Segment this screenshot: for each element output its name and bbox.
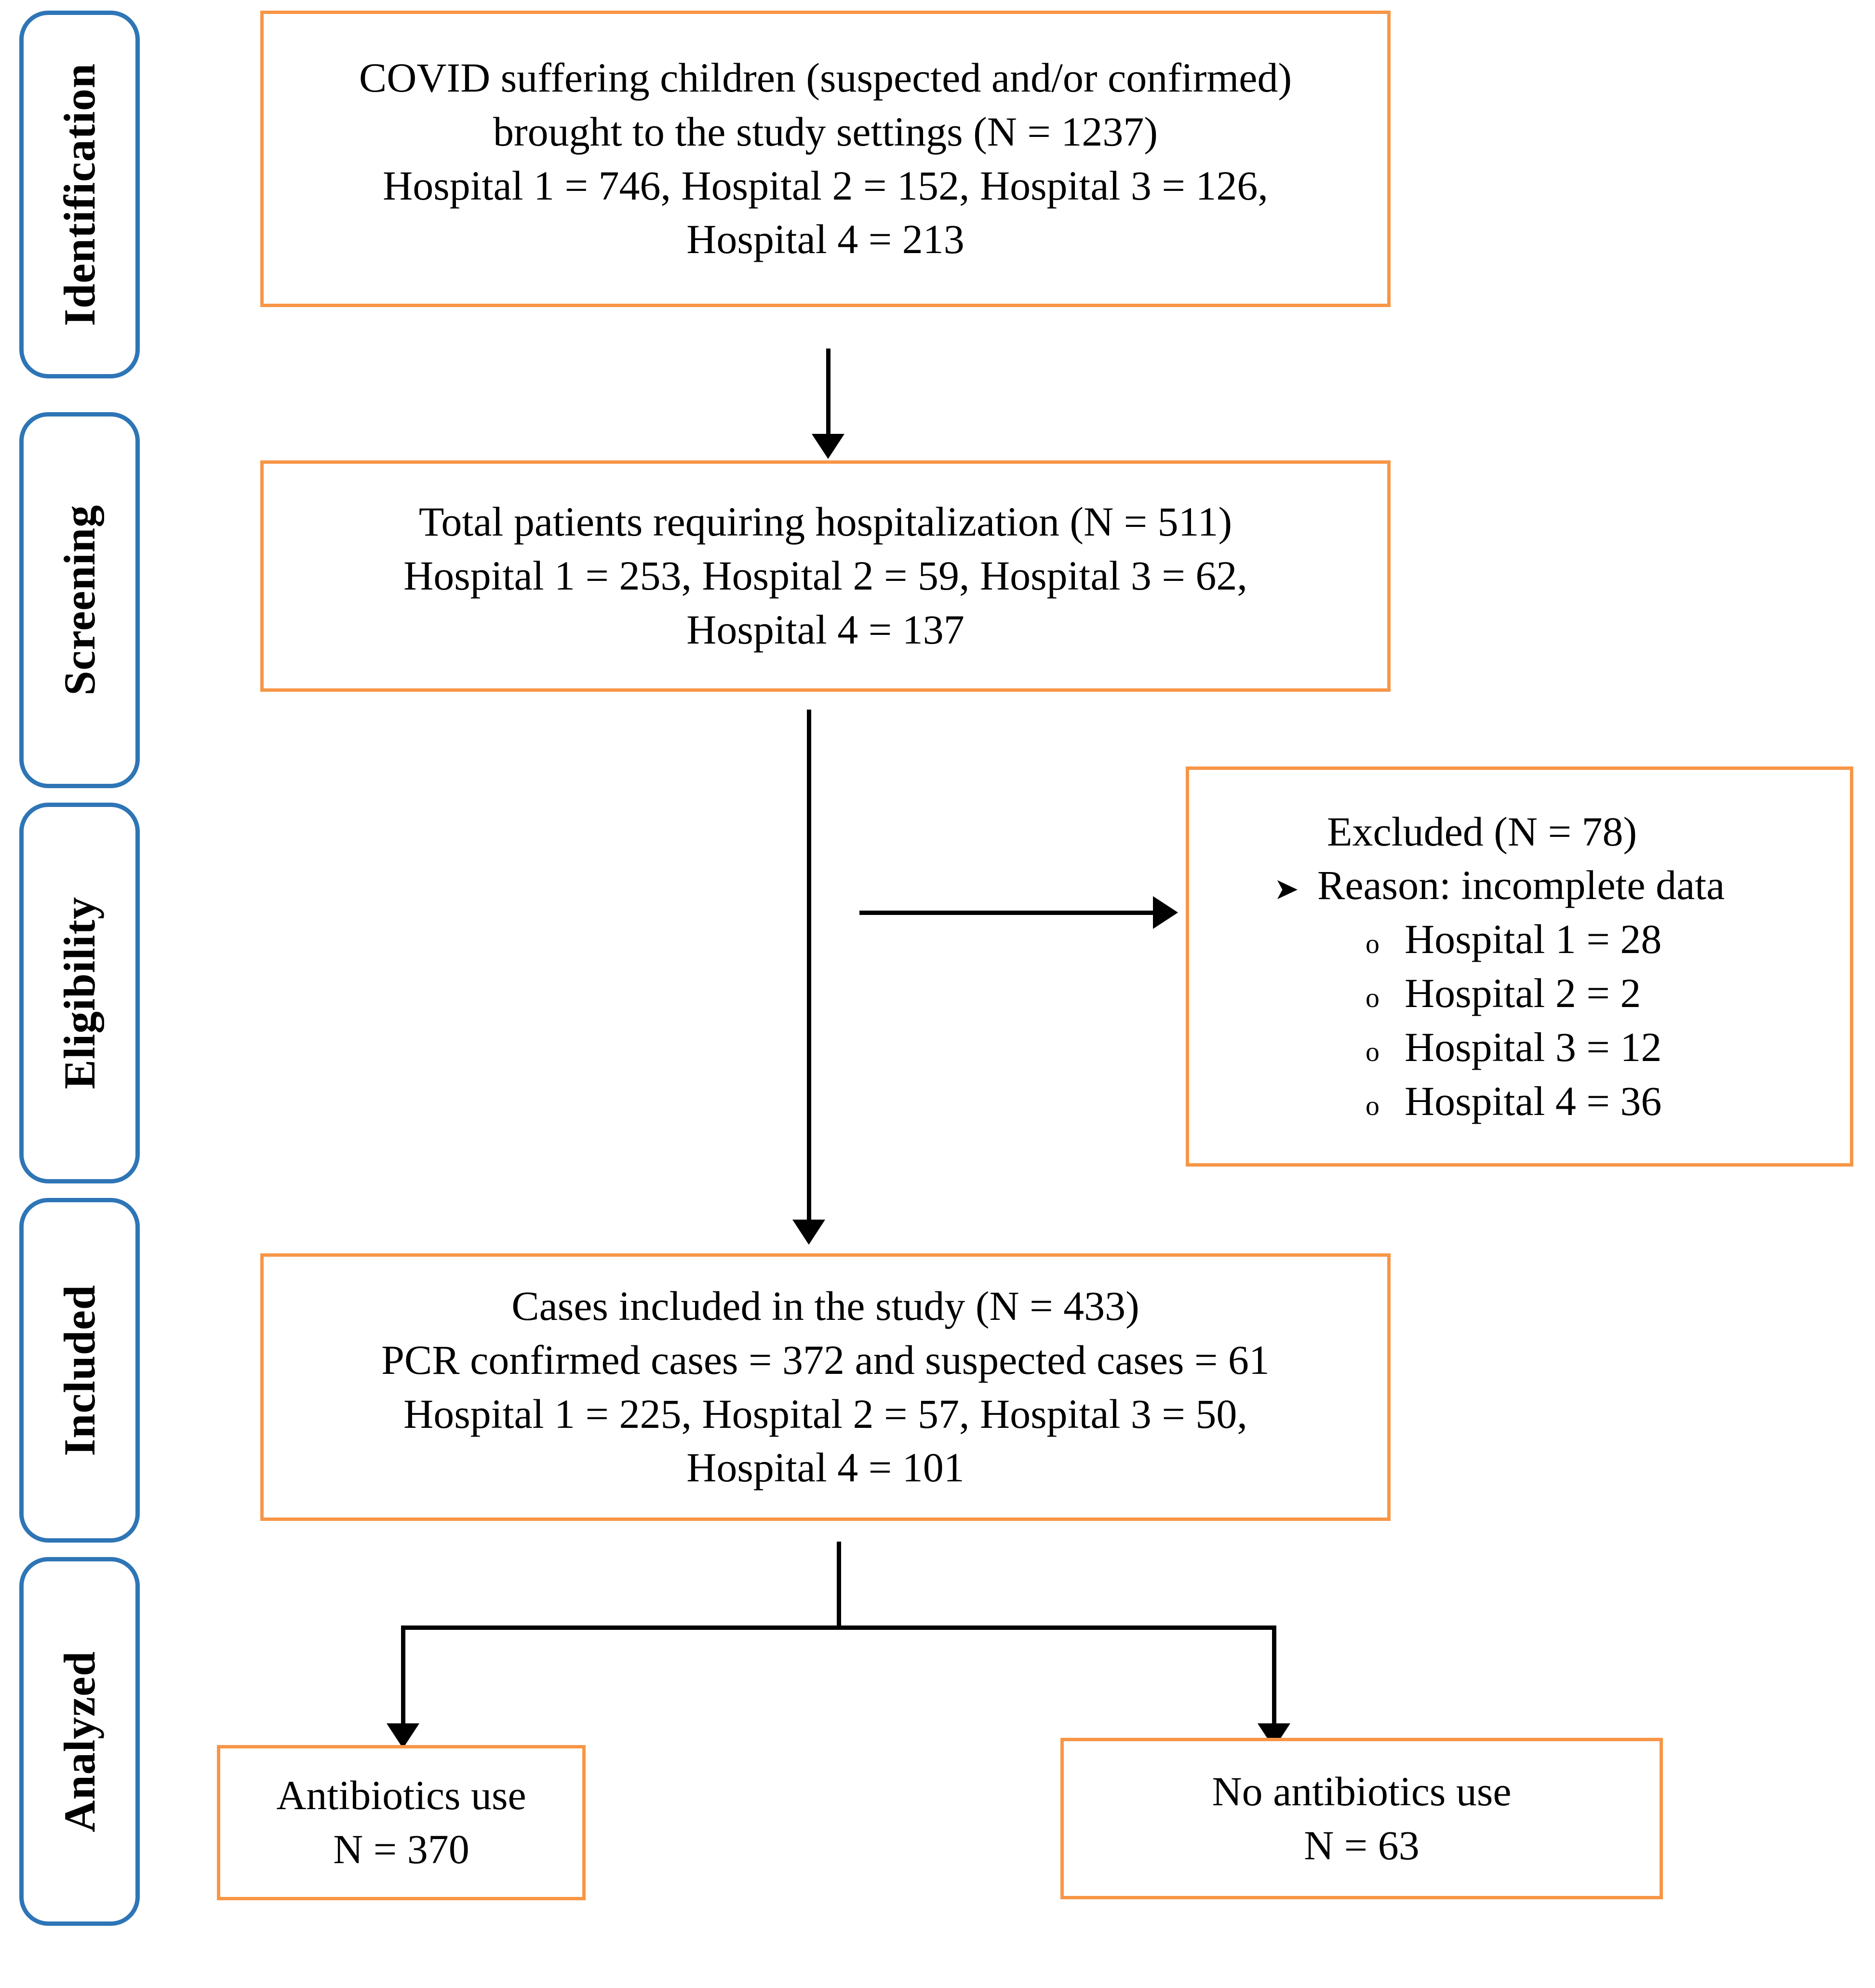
stage-label-identification: Identification [55,63,104,326]
node-identification-line-4: Hospital 4 = 213 [686,216,964,263]
node-excluded: Excluded (N = 78) ➤ Reason: incomplete d… [1186,766,1853,1167]
node-screening-line-2: Hospital 1 = 253, Hospital 2 = 59, Hospi… [403,552,1247,599]
node-identification-line-3: Hospital 1 = 746, Hospital 2 = 152, Hosp… [383,162,1268,209]
excluded-sub-item-3-text: Hospital 3 = 12 [1405,1023,1662,1070]
node-screening-line-1: Total patients requiring hospitalization… [418,498,1232,545]
connector-screening-to-included [807,710,811,1223]
connector-included-to-no-antibiotics [1272,1625,1276,1729]
node-identification-line-1: COVID suffering children (suspected and/… [359,54,1292,101]
stage-box-screening: Screening [19,412,140,788]
node-included-line-3: Hospital 1 = 225, Hospital 2 = 57, Hospi… [403,1390,1247,1437]
connector-included-stem [837,1542,841,1628]
connector-identification-to-screening [826,349,830,438]
stage-label-included: Included [55,1284,104,1456]
excluded-sub-item-3: o Hospital 3 = 12 [1274,1021,1661,1075]
node-included: Cases included in the study (N = 433) PC… [260,1253,1391,1521]
arrowhead-screening-to-excluded [1153,896,1178,929]
excluded-sub-item-4-text: Hospital 4 = 36 [1405,1077,1662,1124]
arrowhead-screening-to-included [792,1220,825,1245]
stage-label-eligibility: Eligibility [55,897,104,1089]
node-screening: Total patients requiring hospitalization… [260,460,1391,692]
excluded-content: Excluded (N = 78) ➤ Reason: incomplete d… [1202,805,1837,1128]
node-screening-line-3: Hospital 4 = 137 [686,606,964,653]
node-included-line-2: PCR confirmed cases = 372 and suspected … [381,1336,1270,1383]
excluded-sub-item-4: o Hospital 4 = 36 [1274,1075,1661,1128]
stage-label-screening: Screening [55,505,104,696]
node-antibiotics-use-line-1: Antibiotics use [276,1772,526,1819]
arrowhead-included-to-antibiotics [387,1723,419,1748]
stage-box-identification: Identification [19,11,140,378]
circle-bullet-icon: o [1366,1089,1379,1121]
excluded-sub-item-2-text: Hospital 2 = 2 [1405,970,1641,1016]
arrowhead-identification-to-screening [812,434,844,459]
connector-screening-to-excluded [859,911,1156,915]
excluded-sub-item-1: o Hospital 1 = 28 [1274,913,1661,967]
stage-box-included: Included [19,1198,140,1543]
node-no-antibiotics-use-line-1: No antibiotics use [1212,1768,1512,1814]
circle-bullet-icon: o [1366,928,1379,960]
node-identification-line-2: brought to the study settings (N = 1237) [493,108,1158,155]
circle-bullet-icon: o [1366,1035,1379,1067]
connector-included-split-bar [401,1625,1276,1630]
excluded-title: Excluded (N = 78) [1327,808,1637,855]
stage-box-eligibility: Eligibility [19,803,140,1183]
stage-label-analyzed: Analyzed [55,1651,104,1832]
excluded-reason-row: ➤ Reason: incomplete data [1274,859,1725,913]
node-antibiotics-use-line-2: N = 370 [333,1826,469,1872]
excluded-sub-item-1-text: Hospital 1 = 28 [1405,916,1662,963]
node-no-antibiotics-use: No antibiotics use N = 63 [1060,1738,1663,1899]
connector-included-to-antibiotics [401,1625,405,1729]
circle-bullet-icon: o [1366,982,1379,1013]
node-no-antibiotics-use-line-2: N = 63 [1304,1822,1420,1868]
node-included-line-1: Cases included in the study (N = 433) [511,1282,1139,1329]
stage-box-analyzed: Analyzed [19,1557,140,1926]
node-antibiotics-use: Antibiotics use N = 370 [217,1745,586,1900]
arrow-bullet-icon: ➤ [1274,873,1299,906]
excluded-sub-item-2: o Hospital 2 = 2 [1274,967,1641,1021]
node-included-line-4: Hospital 4 = 101 [686,1444,964,1491]
node-identification: COVID suffering children (suspected and/… [260,11,1391,307]
excluded-reason-text: Reason: incomplete data [1317,862,1725,909]
